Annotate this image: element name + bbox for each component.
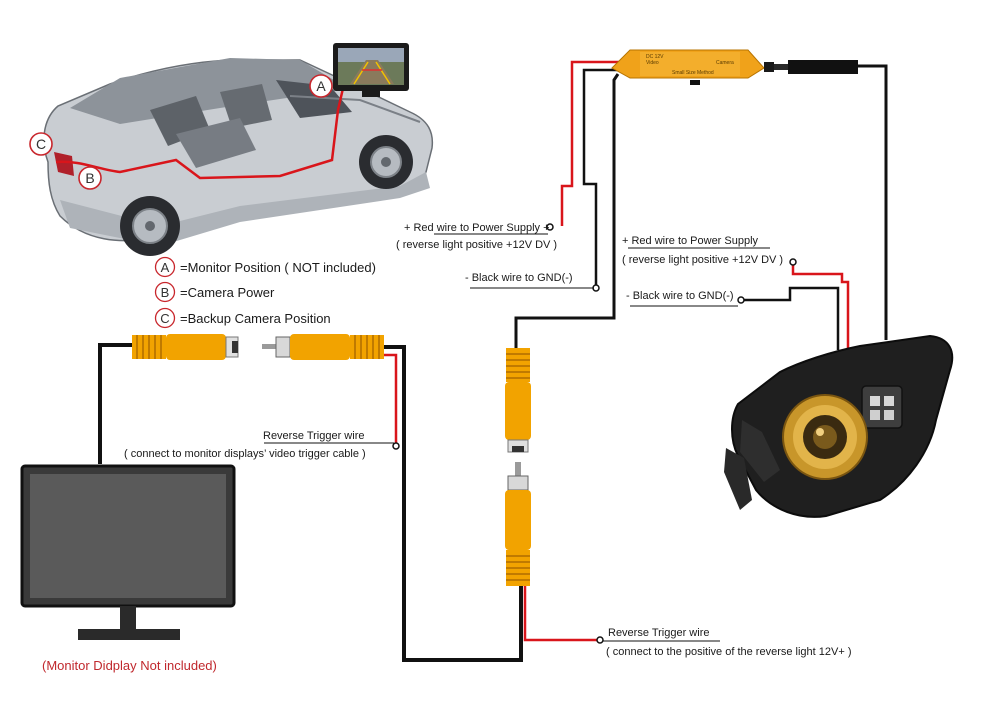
legend-item-b: B =Camera Power (154, 281, 275, 303)
rca-female-center (505, 348, 531, 453)
monitor-video-wire (98, 343, 134, 464)
label-black-gnd-2: - Black wire to GND(-) (626, 290, 734, 302)
module-text-2: Video (646, 60, 659, 66)
rca-male-center (505, 462, 531, 586)
legend-item-a: A =Monitor Position ( NOT included) (154, 256, 376, 278)
legend: A =Monitor Position ( NOT included) B =C… (154, 256, 376, 329)
connection-dots (392, 223, 797, 644)
module-output-connector (764, 60, 858, 74)
module-red-wire (560, 60, 626, 226)
camera-red-wire (791, 263, 850, 350)
wires (98, 60, 888, 662)
car-marker-c: C (29, 132, 53, 156)
wire-labels: + Red wire to Power Supply + ( reverse l… (124, 222, 852, 658)
module-black-wire (582, 68, 626, 286)
label-black-gnd-1: - Black wire to GND(-) (465, 272, 573, 284)
video-extension-wire (384, 345, 523, 662)
trigger-wire-left (384, 353, 398, 443)
label-trigger-2: Reverse Trigger wire (608, 627, 709, 639)
car-marker-a: A (309, 74, 333, 98)
legend-text-c: =Backup Camera Position (180, 311, 331, 326)
module-text-1: DC 12V (646, 54, 664, 60)
label-red-power-1-sub: ( reverse light positive +12V DV ) (396, 239, 557, 251)
monitor-display (20, 464, 236, 640)
module-text-3: Camera (716, 60, 734, 66)
dashboard-monitor (333, 43, 409, 97)
legend-letter-c: C (160, 311, 169, 326)
module-text-4: Small Size Method (672, 70, 714, 76)
car-marker-b-letter: B (85, 170, 94, 186)
label-red-power-2: + Red wire to Power Supply (622, 235, 759, 247)
legend-text-a: =Monitor Position ( NOT included) (180, 260, 376, 275)
label-trigger-1-sub: ( connect to monitor displays’ video tri… (124, 448, 366, 460)
car-marker-a-letter: A (316, 78, 326, 94)
label-trigger-2-sub: ( connect to the positive of the reverse… (606, 646, 852, 658)
legend-item-c: C =Backup Camera Position (154, 307, 331, 329)
camera-main-wire (855, 64, 888, 340)
car-marker-c-letter: C (36, 136, 46, 152)
rca-male-left (262, 334, 384, 360)
label-trigger-1: Reverse Trigger wire (263, 430, 364, 442)
legend-letter-a: A (161, 260, 170, 275)
trigger-wire-bottom (523, 586, 600, 642)
label-red-power-1: + Red wire to Power Supply + (404, 222, 550, 234)
video-filter-module: DC 12V Video Camera Small Size Method (611, 49, 765, 85)
monitor-not-included-note: (Monitor Didplay Not included) (42, 658, 217, 673)
camera-black-wire (744, 286, 840, 350)
backup-camera (724, 334, 954, 518)
car-marker-b: B (78, 166, 102, 190)
rca-female-left (132, 334, 239, 360)
label-red-power-2-sub: ( reverse light positive +12V DV ) (622, 254, 783, 266)
legend-text-b: =Camera Power (180, 285, 275, 300)
module-video-wire (514, 73, 620, 350)
legend-letter-b: B (161, 285, 170, 300)
car-illustration (43, 58, 434, 256)
